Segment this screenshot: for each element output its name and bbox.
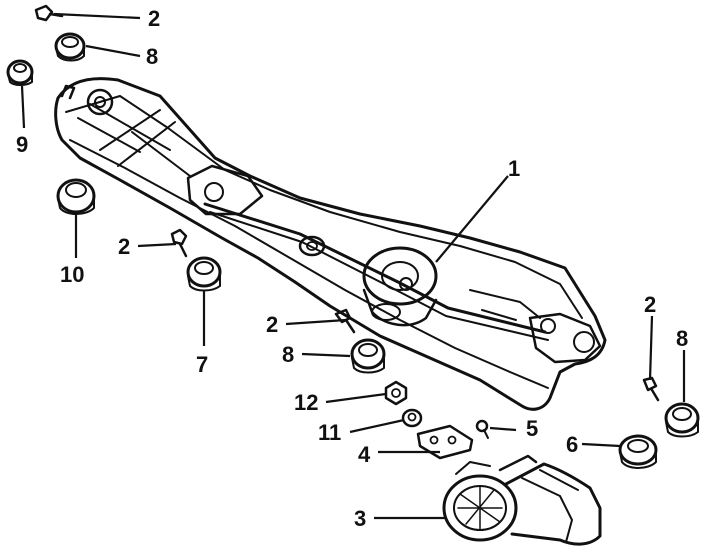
label-8-right: 8 bbox=[676, 326, 688, 351]
label-8-center: 8 bbox=[282, 342, 294, 367]
bushing-left-lower bbox=[186, 256, 222, 292]
label-3: 3 bbox=[354, 506, 366, 531]
label-5: 5 bbox=[526, 416, 538, 441]
large-bushing-left bbox=[56, 178, 96, 215]
leader-lines bbox=[20, 12, 686, 520]
washer-11 bbox=[401, 408, 423, 428]
grommet-center bbox=[350, 338, 386, 374]
label-2-top: 2 bbox=[148, 6, 160, 31]
bolt-top-left bbox=[34, 4, 64, 22]
bracket-4 bbox=[416, 424, 474, 460]
grommet-top-left bbox=[54, 32, 86, 62]
bushing-far-left bbox=[6, 59, 34, 86]
label-6: 6 bbox=[566, 432, 578, 457]
label-8-top: 8 bbox=[146, 44, 158, 69]
wiper-linkage-frame bbox=[54, 77, 607, 411]
label-9: 9 bbox=[16, 132, 28, 157]
label-12: 12 bbox=[294, 390, 318, 415]
label-1: 1 bbox=[508, 156, 520, 181]
grommet-right bbox=[664, 402, 700, 438]
label-2-center: 2 bbox=[266, 312, 278, 337]
label-2-left: 2 bbox=[118, 234, 130, 259]
part-labels: 2 8 9 10 2 7 1 2 8 12 11 4 5 6 3 2 8 bbox=[16, 6, 688, 531]
label-10: 10 bbox=[60, 262, 84, 287]
bolt-right bbox=[642, 376, 660, 402]
label-4: 4 bbox=[358, 442, 371, 467]
wiper-motor bbox=[442, 454, 602, 546]
bushing-right-lower bbox=[618, 434, 658, 469]
bolt-left-middle bbox=[170, 228, 188, 258]
label-11: 11 bbox=[318, 420, 341, 445]
label-2-right: 2 bbox=[644, 292, 656, 317]
pin-5 bbox=[475, 419, 489, 439]
nut-12 bbox=[384, 380, 408, 406]
label-7: 7 bbox=[196, 352, 208, 377]
